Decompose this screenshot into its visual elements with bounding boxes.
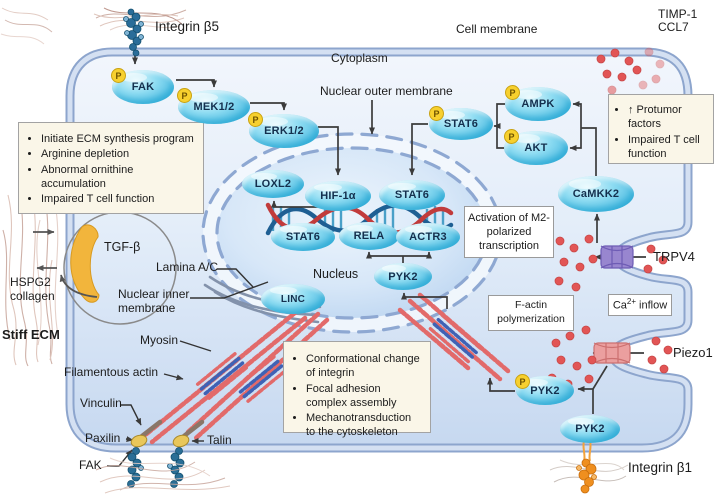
stiff-ecm-label: Stiff ECM — [2, 327, 60, 342]
node-stat6-nucleus-lower: STAT6 — [271, 223, 335, 251]
f-actin-box: F-actin polymerization — [488, 295, 574, 331]
phospho-badge-erk: P — [248, 112, 263, 127]
node-camkk2: CaMKK2 — [558, 176, 634, 212]
nuclear-outer-membrane-label: Nuclear outer membrane — [320, 84, 453, 98]
trpv4-channel — [600, 245, 634, 269]
ca-inflow-text: Ca2+ inflow — [612, 297, 668, 312]
fak-bottom-label: FAK — [79, 458, 102, 472]
nucleus-label: Nucleus — [313, 267, 359, 281]
bullet-item: Impaired T cell function — [41, 192, 195, 206]
bullet-item: ↑ Protumor factors — [628, 103, 710, 132]
bullet-item: Abnormal ornithine accumulation — [41, 163, 195, 192]
node-ampk: AMPK — [505, 87, 571, 121]
ecm-fibers-bottom — [95, 457, 231, 494]
myosin-bundle-1 — [195, 352, 249, 400]
phospho-badge-ampk: P — [505, 85, 520, 100]
ecm-effects-box: Initiate ECM synthesis programArginine d… — [18, 122, 204, 214]
focal-adhesion-complexes — [130, 419, 205, 448]
talin-label: Talin — [207, 433, 232, 447]
bullet-item: Initiate ECM synthesis program — [41, 132, 195, 146]
paxilin-label: Paxilin — [85, 431, 121, 445]
integrin-b5-label: Integrin β5 — [155, 19, 220, 34]
node-fak: FAK — [112, 70, 174, 104]
lamina-ac-label: Lamina A/C — [156, 260, 219, 274]
node-rela: RELA — [339, 222, 399, 250]
bullet-item: Impaired T cell function — [628, 133, 710, 162]
integrin-chains-bottom — [127, 447, 185, 488]
cell-membrane-label: Cell membrane — [456, 22, 538, 36]
ecm-fibers-topleft — [0, 7, 53, 45]
ca-inflow-box: Ca2+ inflow — [608, 294, 672, 316]
protumor-list: ↑ Protumor factorsImpaired T cell functi… — [610, 103, 710, 161]
node-loxl2: LOXL2 — [242, 170, 304, 198]
piezo1-label: Piezo1 — [673, 345, 713, 360]
timp1-ccl7-dots — [596, 47, 665, 95]
phospho-badge-stat6: P — [429, 106, 444, 121]
node-hif1a: HIF-1α — [305, 181, 371, 211]
f-actin-text: F-actin polymerization — [497, 299, 565, 325]
bullet-item: Conformational change of integrin — [306, 352, 422, 381]
phospho-badge-pyk2: P — [515, 374, 530, 389]
protumor-box: ↑ Protumor factorsImpaired T cell functi… — [608, 94, 714, 164]
piezo1-channel — [593, 342, 631, 364]
cell-membrane-inner — [67, 49, 691, 451]
phospho-badge-fak: P — [111, 68, 126, 83]
myosin-bundle-3 — [428, 313, 484, 365]
bullet-item: Focal adhesion complex assembly — [306, 382, 422, 411]
myosin-bundle-2 — [234, 355, 288, 403]
m2-transcription-box: Activation of M2-polarized transcription — [464, 206, 554, 258]
filamentous-actin-label: Filamentous actin — [64, 365, 159, 379]
mechanotransduction-list: Conformational change of integrinFocal a… — [288, 352, 422, 440]
phospho-badge-akt: P — [504, 129, 519, 144]
nuclear-inner-membrane-label: Nuclear inner membrane — [118, 287, 190, 315]
integrin-b5-receptor — [123, 8, 144, 57]
bullet-item: Mechanotransduction to the cytoskeleton — [306, 411, 422, 440]
ecm-effects-list: Initiate ECM synthesis programArginine d… — [23, 132, 195, 206]
m2-transcription-text: Activation of M2-polarized transcription — [468, 211, 550, 253]
trpv4-label: TRPV4 — [653, 249, 695, 264]
node-pyk2-membrane: PYK2 — [560, 415, 620, 443]
vinculin-label: Vinculin — [80, 396, 122, 410]
hspg2-collagen-label: HSPG2 collagen — [10, 275, 55, 303]
node-actr3: ACTR3 — [396, 223, 460, 251]
phospho-badge-mek: P — [177, 88, 192, 103]
node-linc: LINC — [261, 284, 325, 314]
integrin-b1-label: Integrin β1 — [628, 460, 693, 475]
calcium-dots-trpv4 — [554, 234, 668, 292]
myosin-label: Myosin — [140, 333, 179, 347]
cytoplasm-label: Cytoplasm — [331, 51, 388, 65]
node-stat6-nucleus-upper: STAT6 — [379, 180, 445, 210]
tgfb-arrows — [33, 229, 98, 298]
timp1-label: TIMP-1 — [658, 7, 698, 21]
integrin-b1-receptor — [576, 440, 597, 494]
node-pyk2-nuclear: PYK2 — [374, 263, 432, 290]
mechanotransduction-box: Conformational change of integrinFocal a… — [283, 341, 431, 438]
ecm-fibers-left — [2, 194, 59, 367]
bullet-item: Arginine depletion — [41, 147, 195, 161]
ccl7-label: CCL7 — [658, 20, 689, 34]
tgfb-label: TGF-β — [104, 240, 141, 254]
tgfb-molecule — [70, 224, 100, 303]
